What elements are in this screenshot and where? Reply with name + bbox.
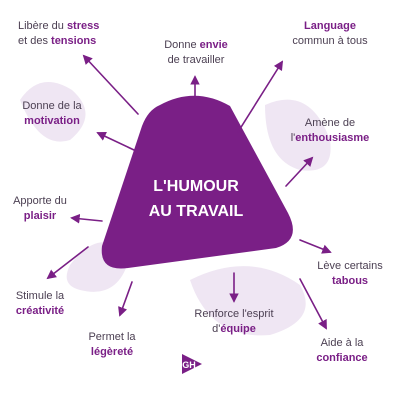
arrow-motivation	[96, 131, 135, 151]
arrow-confiance	[299, 278, 327, 330]
label-enthousiasme: Amène de l'enthousiasme	[290, 117, 370, 144]
label-confiance: Aide à la confiance	[316, 337, 368, 364]
arrow-legerete	[118, 281, 133, 317]
blob-right	[265, 99, 331, 171]
label-motivation: Donne de la motivation	[22, 100, 82, 127]
arrow-langage	[237, 60, 284, 133]
label-creativite: Stimule la créativité	[15, 290, 65, 317]
label-tabous: Lève certains tabous	[317, 260, 383, 287]
label-stress: Libère du stress et des tensions	[18, 20, 100, 47]
background-blobs	[20, 82, 331, 336]
label-plaisir: Apporte du plaisir	[13, 195, 67, 222]
logo-text: GH	[182, 360, 196, 370]
logo-shape	[182, 354, 202, 374]
label-langage: Language commun à tous	[292, 20, 368, 47]
label-envie: Donne envie de travailler	[164, 39, 228, 66]
gh-logo: GH	[182, 354, 202, 374]
label-equipe: Renforce l'esprit d'équipe	[194, 308, 274, 335]
diagram-title: L'HUMOUR AU TRAVAIL	[149, 174, 244, 224]
central-triangle	[101, 95, 293, 269]
blob-bottom	[190, 266, 306, 336]
blob-top-left	[20, 82, 86, 142]
arrow-plaisir	[70, 213, 103, 224]
title-line-1: L'HUMOUR	[153, 178, 239, 195]
arrow-tabous	[299, 239, 332, 254]
arrow-stress	[82, 54, 139, 115]
label-legerete: Permet la légèreté	[88, 331, 136, 358]
arrows	[46, 54, 332, 330]
arrow-enthousiasme	[285, 156, 314, 187]
arrow-creativite	[46, 246, 89, 280]
title-line-2: AU TRAVAIL	[148, 203, 244, 220]
